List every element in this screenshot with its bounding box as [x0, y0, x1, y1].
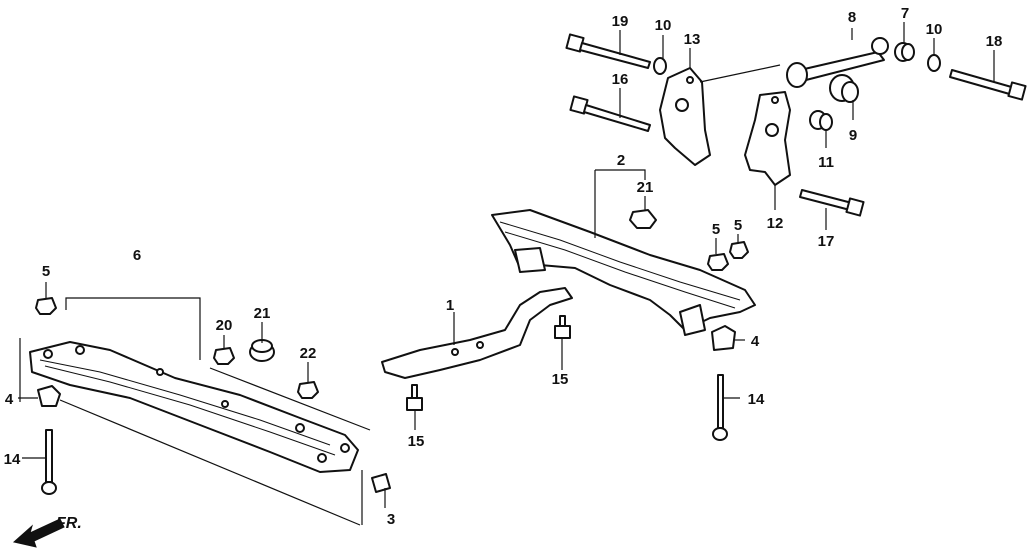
- callout-19: 19: [612, 13, 629, 30]
- bolt-19: [565, 33, 651, 69]
- left-crossmember: [29, 341, 359, 473]
- bushing-9: [829, 74, 859, 103]
- callout-3: 3: [387, 511, 395, 528]
- callout-20: 20: [216, 317, 233, 334]
- callout-15-left: 15: [408, 433, 425, 450]
- callout-11: 11: [818, 154, 834, 171]
- callout-16: 16: [612, 71, 629, 88]
- callout-9: 9: [849, 127, 857, 144]
- nut-5b: [707, 253, 729, 271]
- callout-2: 2: [617, 152, 625, 169]
- callout-12: 12: [767, 215, 784, 232]
- callout-4-left: 4: [5, 391, 14, 408]
- callout-5-right-a: 5: [712, 221, 720, 238]
- front-arrow-label: FR.: [56, 515, 82, 532]
- callout-14-left: 14: [4, 451, 21, 468]
- callout-8: 8: [848, 9, 856, 26]
- right-crossmember: [491, 209, 756, 336]
- bolt-16: [569, 95, 651, 132]
- nut-20: [213, 347, 235, 365]
- callout-10-left: 10: [655, 17, 672, 34]
- leader-lines: [18, 22, 995, 508]
- callout-21-right: 21: [637, 179, 654, 196]
- bolt-14b: [712, 374, 728, 441]
- link-rod-8: [786, 37, 889, 88]
- callout-13: 13: [684, 31, 701, 48]
- nut-5a: [35, 297, 57, 315]
- callout-5-right-b: 5: [734, 217, 742, 234]
- mount-4b: [711, 325, 736, 351]
- callout-5-left: 5: [42, 263, 50, 280]
- bolt-14a: [41, 429, 57, 495]
- callout-7: 7: [901, 5, 909, 22]
- stud-15b: [406, 384, 423, 411]
- bolt-17: [799, 189, 865, 217]
- stud-15a: [554, 315, 571, 339]
- callout-21-left: 21: [254, 305, 271, 322]
- callout-15-right: 15: [552, 371, 569, 388]
- callout-18: 18: [986, 33, 1003, 50]
- mount-4a: [37, 385, 61, 407]
- washer-10a: [653, 57, 667, 75]
- leader-6: [65, 297, 201, 360]
- callout-numbers: 1 2 3 4 4 5 5 5 6 7 8 9 10 10 11 12 13 1…: [4, 5, 1003, 528]
- nut-22: [297, 381, 319, 399]
- front-direction-arrow: FR.: [12, 515, 82, 548]
- bolt-18: [949, 69, 1027, 101]
- callout-10-right: 10: [926, 21, 943, 38]
- callout-4-right: 4: [751, 333, 760, 350]
- bracket-13: [659, 67, 711, 166]
- callout-1: 1: [446, 297, 454, 314]
- nut-21a: [249, 339, 275, 362]
- callout-6: 6: [133, 247, 141, 264]
- callout-14-right: 14: [748, 391, 765, 408]
- callout-22: 22: [300, 345, 317, 362]
- bracket-12: [744, 91, 791, 186]
- nut-5c: [729, 241, 749, 259]
- nut-11: [809, 110, 833, 131]
- washer-10b: [927, 54, 941, 72]
- nut-21b: [629, 209, 657, 229]
- nut-7: [894, 42, 915, 62]
- callout-17: 17: [818, 233, 835, 250]
- center-mount-bracket: [381, 287, 573, 379]
- clip-3: [371, 473, 391, 493]
